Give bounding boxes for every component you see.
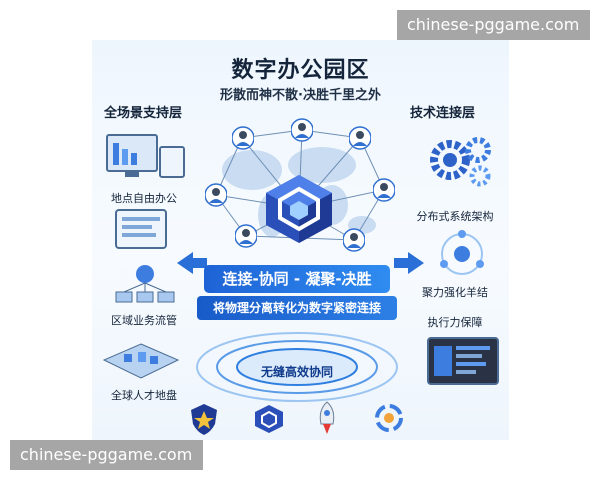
banner-sub: 将物理分离转化为数字紧密连接	[197, 296, 397, 320]
left-item-label: 全球人才地盘	[111, 389, 177, 402]
person-node-icon	[291, 118, 313, 142]
diagram-title: 数字办公园区	[231, 58, 370, 83]
shield-icon	[191, 404, 217, 435]
banner-main: 连接-协同 - 凝聚-决胜	[204, 265, 390, 293]
city-grid-icon	[102, 343, 180, 379]
person-node-icon	[232, 126, 254, 150]
network-nodes-icon	[115, 265, 175, 303]
right-column-title: 技术连接层	[410, 106, 476, 121]
person-node-icon	[235, 224, 257, 248]
concentric-rings	[196, 332, 398, 402]
tablet-icon	[115, 209, 167, 249]
left-item-label: 地点自由办公	[111, 192, 177, 205]
person-node-icon	[205, 183, 227, 207]
monitor-dashboard-icon	[106, 134, 185, 178]
cube-icon	[255, 405, 283, 433]
person-node-icon	[349, 126, 371, 150]
right-item-label: 聚力强化羊结	[422, 286, 488, 299]
hub-molecule-icon	[440, 230, 484, 275]
person-node-icon	[343, 228, 365, 252]
ring-label: 无缝高效协同	[260, 365, 333, 379]
central-hub-cube-icon	[266, 175, 332, 243]
rocket-icon	[319, 401, 335, 434]
person-node-icon	[373, 178, 395, 202]
right-item-label: 执行力保障	[427, 316, 483, 329]
watermark-top: chinese-pggame.com	[397, 10, 590, 40]
analytics-screen-icon	[427, 337, 499, 385]
gears-icon	[430, 137, 491, 187]
watermark-bottom: chinese-pggame.com	[10, 440, 203, 470]
arrow-right-icon	[394, 252, 424, 274]
left-item-label: 区域业务流管	[111, 314, 177, 327]
left-column-title: 全场景支持层	[104, 106, 183, 121]
right-item-label: 分布式系统架构	[416, 210, 494, 223]
infographic-panel: 数字办公园区 形散而神不散·决胜千里之外 全场景支持层 技术连接层	[92, 40, 509, 440]
cycle-icon	[375, 404, 403, 432]
arrow-left-icon	[177, 252, 207, 274]
diagram-subtitle: 形散而神不散·决胜千里之外	[220, 88, 381, 103]
